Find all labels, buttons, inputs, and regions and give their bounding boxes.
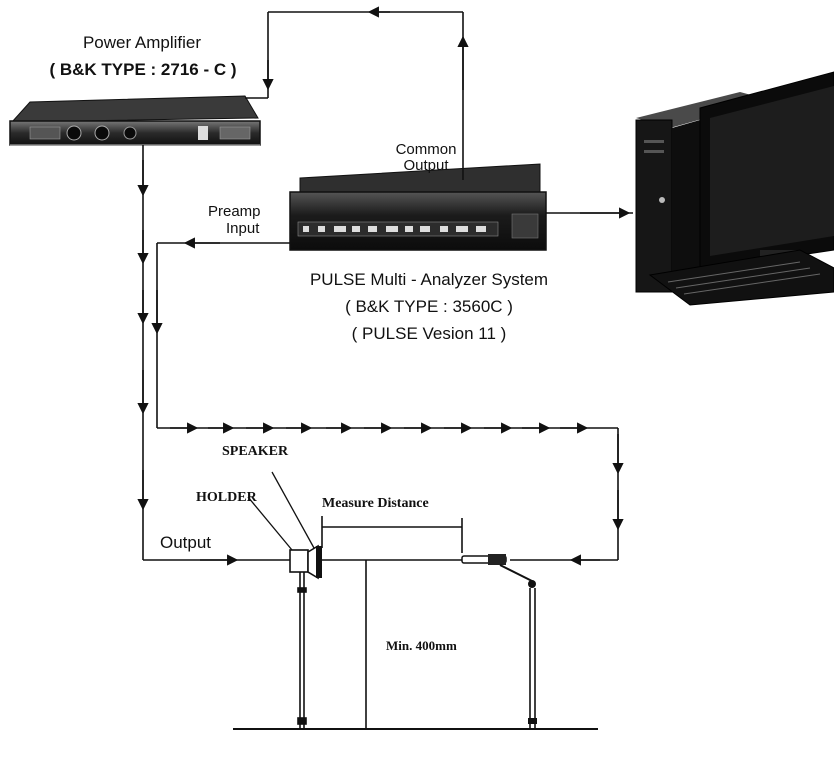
pulse-analyzer-icon (289, 163, 547, 251)
leader-lines (247, 471, 315, 551)
preamp-input-label-line1: Preamp (208, 203, 261, 220)
speaker-label: SPEAKER (222, 444, 289, 459)
output-label: Output (160, 533, 212, 552)
holder-label: HOLDER (196, 490, 257, 505)
common-output-label-line1: Common (395, 141, 457, 158)
measure-distance-label: Measure Distance (322, 496, 429, 511)
common-output-label-line2: Output (403, 157, 449, 174)
min-height-label: Min. 400mm (386, 638, 457, 653)
power-amplifier-title: Power Amplifier (82, 33, 202, 52)
speaker-icon (289, 544, 322, 580)
computer-workstation-icon (635, 71, 834, 306)
pulse-system-version: ( PULSE Vesion 11 ) (351, 324, 507, 343)
microphone-icon (461, 554, 537, 728)
power-amplifier-type: ( B&K TYPE : 2716 - C ) (49, 60, 237, 79)
pulse-system-title: PULSE Multi - Analyzer System (309, 270, 549, 289)
preamp-input-label-line2: Input (226, 220, 260, 237)
power-amplifier-icon (9, 95, 261, 146)
flow-arrows (137, 6, 631, 566)
dimension-lines (321, 516, 463, 728)
pulse-system-type: ( B&K TYPE : 3560C ) (345, 297, 513, 316)
holder-stand (297, 572, 307, 728)
